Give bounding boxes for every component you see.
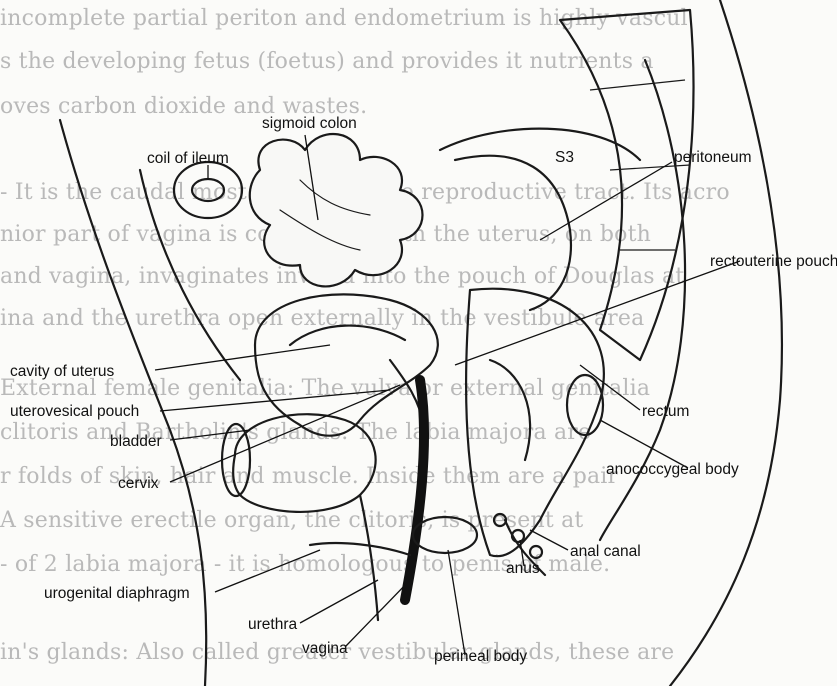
label-cavity-of-uterus: cavity of uterus	[10, 363, 114, 380]
label-sigmoid-colon: sigmoid colon	[262, 115, 357, 132]
leader-perineal-body	[448, 550, 465, 655]
leader-urethra	[300, 580, 378, 623]
leader-rectum	[580, 365, 640, 410]
leader-bladder	[170, 430, 250, 440]
perineal-body	[413, 517, 477, 553]
label-perineal-body: perineal body	[434, 648, 527, 665]
anterior-wall-inner	[140, 170, 240, 380]
leader-cavity-of-uterus	[155, 345, 330, 370]
label-anus: anus	[506, 560, 540, 577]
label-anococcygeal-body: anococcygeal body	[606, 461, 739, 478]
urogenital-diaphragm	[310, 543, 410, 555]
uterine-cavity	[290, 326, 405, 345]
rectal-lumen	[490, 360, 530, 460]
rectum	[466, 289, 604, 557]
uterus	[255, 294, 438, 435]
ileum-lumen	[192, 179, 224, 201]
label-peritoneum: peritoneum	[674, 149, 752, 166]
leader-rectouterine-pouch	[455, 261, 740, 365]
urethra	[360, 495, 378, 620]
leader-peritoneum	[540, 162, 672, 240]
vagina	[405, 380, 424, 600]
label-bladder: bladder	[110, 433, 162, 450]
label-cervix: cervix	[118, 475, 159, 492]
label-uterovesical-pouch: uterovesical pouch	[10, 403, 139, 420]
label-urethra: urethra	[248, 616, 297, 633]
label-coil-of-ileum: coil of ileum	[147, 150, 229, 167]
leader-uterovesical-pouch	[160, 390, 390, 411]
peritoneum-fold	[440, 129, 640, 160]
sigmoid-colon	[250, 134, 423, 286]
posterior-body-contour	[670, 0, 782, 686]
label-anal-canal: anal canal	[570, 543, 641, 560]
sacrum	[560, 10, 693, 360]
label-rectouterine-pouch: rectouterine pouch	[710, 253, 837, 270]
label-s3: S3	[555, 149, 574, 166]
sacral-segment	[590, 80, 685, 90]
label-rectum: rectum	[642, 403, 689, 420]
leader-urogenital-diaphragm	[215, 550, 320, 592]
label-urogenital-diaphragm: urogenital diaphragm	[44, 585, 190, 602]
leader-vagina	[345, 580, 410, 647]
label-vagina: vagina	[302, 640, 348, 657]
anal-sphincter	[530, 546, 542, 558]
peritoneum-line	[455, 156, 571, 310]
